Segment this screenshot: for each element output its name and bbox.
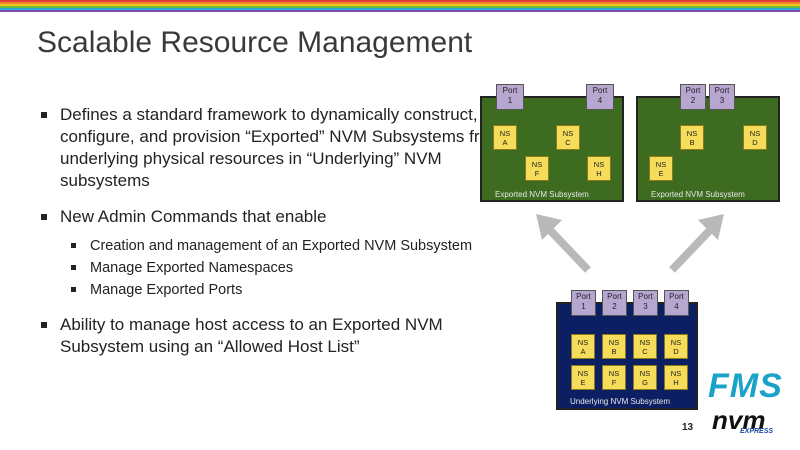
sub-bullet-2-text: Manage Exported Namespaces: [90, 260, 294, 276]
page-number: 13: [682, 422, 694, 433]
bullet-2: New Admin Commands that enable: [40, 206, 510, 228]
subsystem-label: Exported NVM Subsystem: [651, 190, 745, 199]
bullet-3: Ability to manage host access to an Expo…: [40, 314, 510, 358]
slide-title: Scalable Resource Management: [37, 26, 473, 59]
sub-bullet-3: Manage Exported Ports: [40, 280, 510, 300]
bullet-list: Defines a standard framework to dynamica…: [40, 104, 510, 372]
sub-bullet-3-text: Manage Exported Ports: [90, 282, 243, 298]
sub-bullet-1: Creation and management of an Exported N…: [40, 236, 510, 256]
bullet-1-text: Defines a standard framework to dynamica…: [60, 105, 504, 190]
fms-logo: FMS: [708, 367, 783, 405]
subsystem-label: Underlying NVM Subsystem: [570, 397, 671, 406]
sub-bullet-2: Manage Exported Namespaces: [40, 258, 510, 278]
subsystem-label: Exported NVM Subsystem: [495, 190, 589, 199]
bullet-2-text: New Admin Commands that enable: [60, 207, 327, 226]
arrow-up-left-icon: [536, 214, 591, 273]
nvm-express-logo-subtext: EXPRESS: [740, 428, 774, 435]
bullet-1: Defines a standard framework to dynamica…: [40, 104, 510, 192]
arrow-up-right-icon: [669, 214, 724, 273]
sub-bullet-1-text: Creation and management of an Exported N…: [90, 238, 473, 254]
bullet-3-text: Ability to manage host access to an Expo…: [60, 315, 443, 356]
rainbow-header-stripes: [0, 0, 800, 14]
nvm-express-logo: nvm: [712, 405, 766, 435]
